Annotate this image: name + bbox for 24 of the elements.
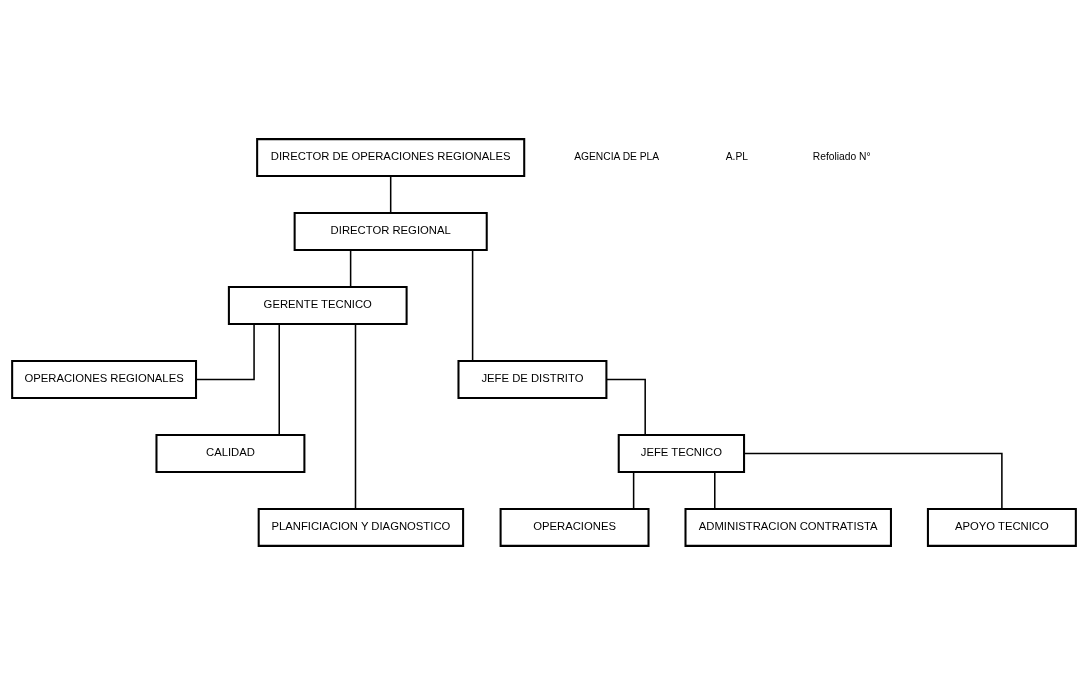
node-box: ADMINISTRACION CONTRATISTA xyxy=(684,507,892,547)
connector xyxy=(389,175,392,214)
connector xyxy=(354,323,357,510)
label: Refoliado N° xyxy=(812,151,871,163)
connector xyxy=(195,323,255,381)
node-box: OPERACIONES REGIONALES xyxy=(11,359,198,399)
node-box: JEFE DE DISTRITO xyxy=(457,359,608,399)
label: AGENCIA DE PLA xyxy=(574,151,660,163)
connector xyxy=(714,471,716,510)
connector xyxy=(471,249,474,362)
node-box: DIRECTOR DE OPERACIONES REGIONALES xyxy=(256,138,526,178)
label: A.PL xyxy=(725,151,748,163)
connector xyxy=(632,471,635,510)
node-box: JEFE TECNICO xyxy=(617,433,746,473)
node-box: CALIDAD xyxy=(155,433,306,473)
node-box: APOYO TECNICO xyxy=(926,507,1077,547)
node-box: PLANFICIACION Y DIAGNOSTICO xyxy=(257,507,465,547)
connector xyxy=(349,249,352,288)
node-box: DIRECTOR REGIONAL xyxy=(293,212,488,252)
connector xyxy=(278,323,280,436)
node-box: OPERACIONES xyxy=(499,507,650,547)
connector xyxy=(743,452,1003,510)
node-box: GERENTE TECNICO xyxy=(227,286,408,326)
connector xyxy=(605,378,646,436)
